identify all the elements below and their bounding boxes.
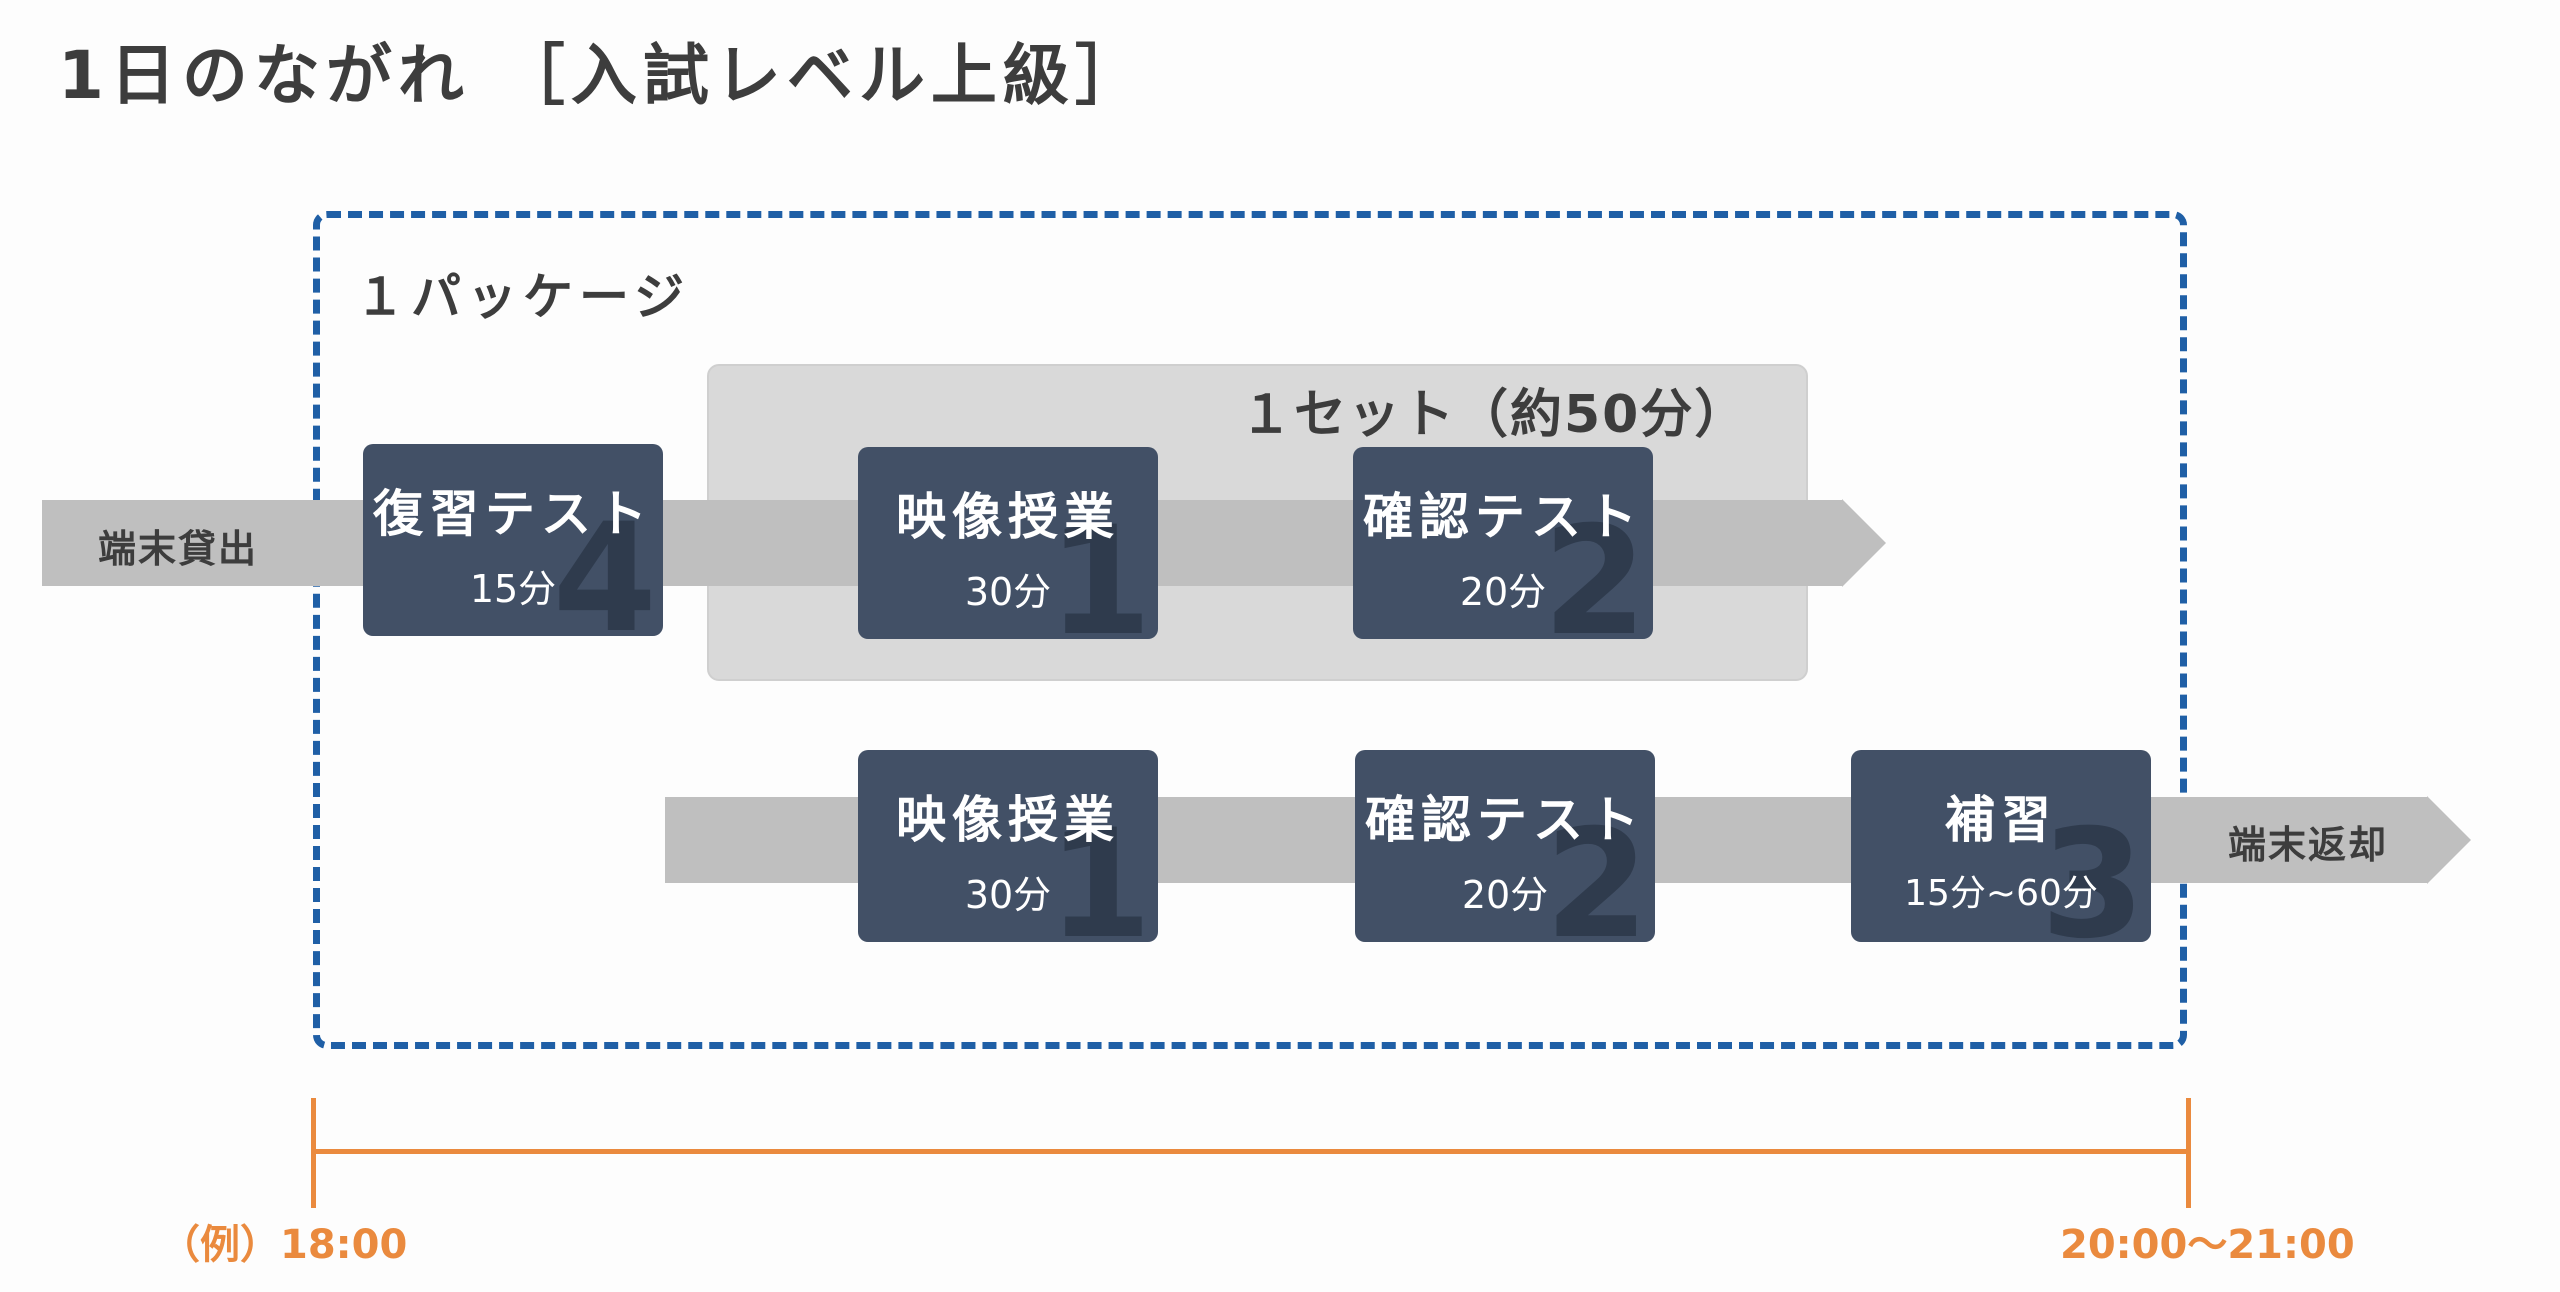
step-number: 1: [1047, 798, 1152, 942]
page-title: 1日のながれ ［入試レベル上級］: [58, 37, 1147, 114]
card-duration: 30分: [964, 873, 1052, 917]
card-title: 確認テスト: [1363, 488, 1643, 546]
card-title: 確認テスト: [1365, 791, 1645, 849]
card-check-test: 2 確認テスト 20分: [1353, 447, 1653, 639]
start-label: 端末貸出: [98, 527, 259, 571]
card-title: 補習: [1945, 791, 2057, 849]
card-duration: 20分: [1459, 570, 1547, 614]
step-number: 3: [2040, 798, 2145, 942]
step-number: 2: [1544, 798, 1649, 942]
card-title: 映像授業: [896, 791, 1120, 849]
package-label: １パッケージ: [355, 268, 690, 326]
timeline-end-tick: [2186, 1098, 2191, 1208]
end-label: 端末返却: [2228, 823, 2389, 867]
timeline-start-tick: [311, 1098, 316, 1208]
card-duration: 15分: [469, 567, 557, 611]
card-duration: 15分~60分: [1904, 873, 2098, 914]
package-boundary: [313, 211, 2187, 1049]
card-title: 映像授業: [896, 488, 1120, 546]
card-check-test: 2 確認テスト 20分: [1355, 750, 1655, 942]
card-duration: 30分: [964, 570, 1052, 614]
timeline-end-time: 20:00～21:00: [2060, 1222, 2355, 1268]
timeline-start-time: （例）18:00: [160, 1222, 408, 1268]
timeline-line: [313, 1149, 2190, 1154]
step-number: 4: [552, 492, 657, 636]
step-number: 1: [1047, 495, 1152, 639]
arrowhead-row2: [2427, 796, 2471, 884]
card-video-lesson: 1 映像授業 30分: [858, 750, 1158, 942]
card-supplementary: 3 補習 15分~60分: [1851, 750, 2151, 942]
arrowhead-row1: [1842, 499, 1886, 587]
set-label: １セット（約50分）: [1240, 385, 1749, 445]
card-duration: 20分: [1461, 873, 1549, 917]
card-title: 復習テスト: [373, 485, 653, 543]
step-number: 2: [1542, 495, 1647, 639]
card-review-test: 4 復習テスト 15分: [363, 444, 663, 636]
card-video-lesson: 1 映像授業 30分: [858, 447, 1158, 639]
